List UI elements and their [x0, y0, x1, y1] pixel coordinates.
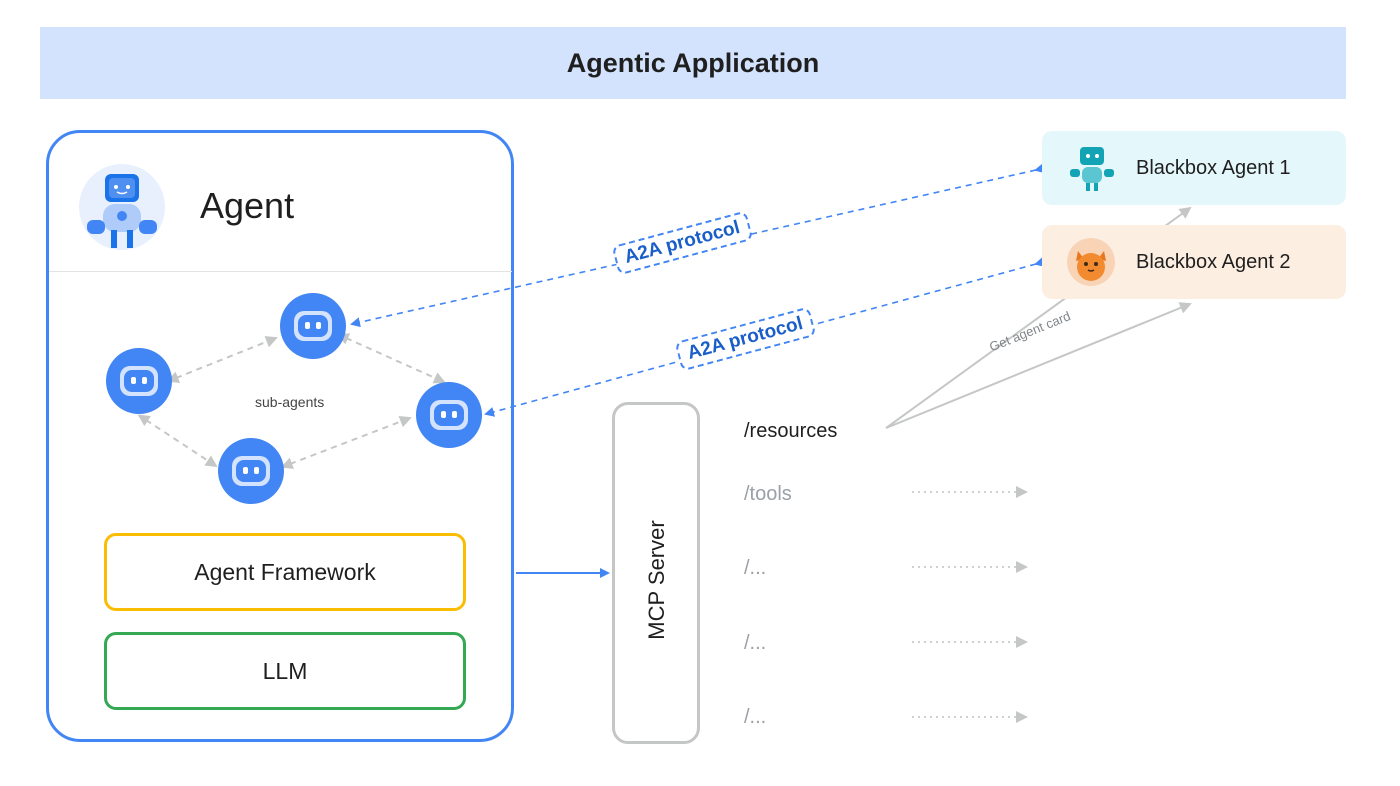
agent-framework-box: Agent Framework	[104, 533, 466, 611]
route-other: /...	[744, 557, 767, 579]
agent-header-divider	[49, 271, 512, 272]
sub-agent-robot-icon	[218, 438, 284, 504]
blackbox-agent-1: Blackbox Agent 1	[1042, 131, 1346, 205]
blackbox-agent-2: Blackbox Agent 2	[1042, 225, 1346, 299]
route-resources: /resources	[744, 420, 838, 442]
route-other: /...	[744, 706, 767, 728]
sub-agent-robot-icon	[280, 293, 346, 359]
get-agent-card-label: Get agent card	[987, 308, 1073, 355]
mcp-server-label: MCP Server	[644, 520, 669, 640]
agent-title: Agent	[200, 185, 295, 226]
agent-container	[46, 130, 514, 742]
banner: Agentic Application	[40, 27, 1346, 99]
orange-cat-icon	[1066, 237, 1116, 287]
blackbox-agent-1-label: Blackbox Agent 1	[1136, 156, 1291, 179]
a2a-protocol-label: A2A protocol	[674, 306, 817, 372]
agent-robot-icon	[79, 164, 165, 250]
teal-robot-icon	[1066, 143, 1116, 193]
blackbox-agent-2-label: Blackbox Agent 2	[1136, 250, 1291, 273]
a2a-protocol-label: A2A protocol	[611, 210, 754, 276]
sub-agent-robot-icon	[416, 382, 482, 448]
route-tools: /tools	[744, 483, 792, 505]
sub-agent-robot-icon	[106, 348, 172, 414]
subagents-label: sub-agents	[255, 394, 325, 410]
route-other: /...	[744, 632, 767, 654]
banner-title: Agentic Application	[566, 47, 820, 78]
mcp-server-box	[612, 402, 700, 744]
llm-box: LLM	[104, 632, 466, 710]
